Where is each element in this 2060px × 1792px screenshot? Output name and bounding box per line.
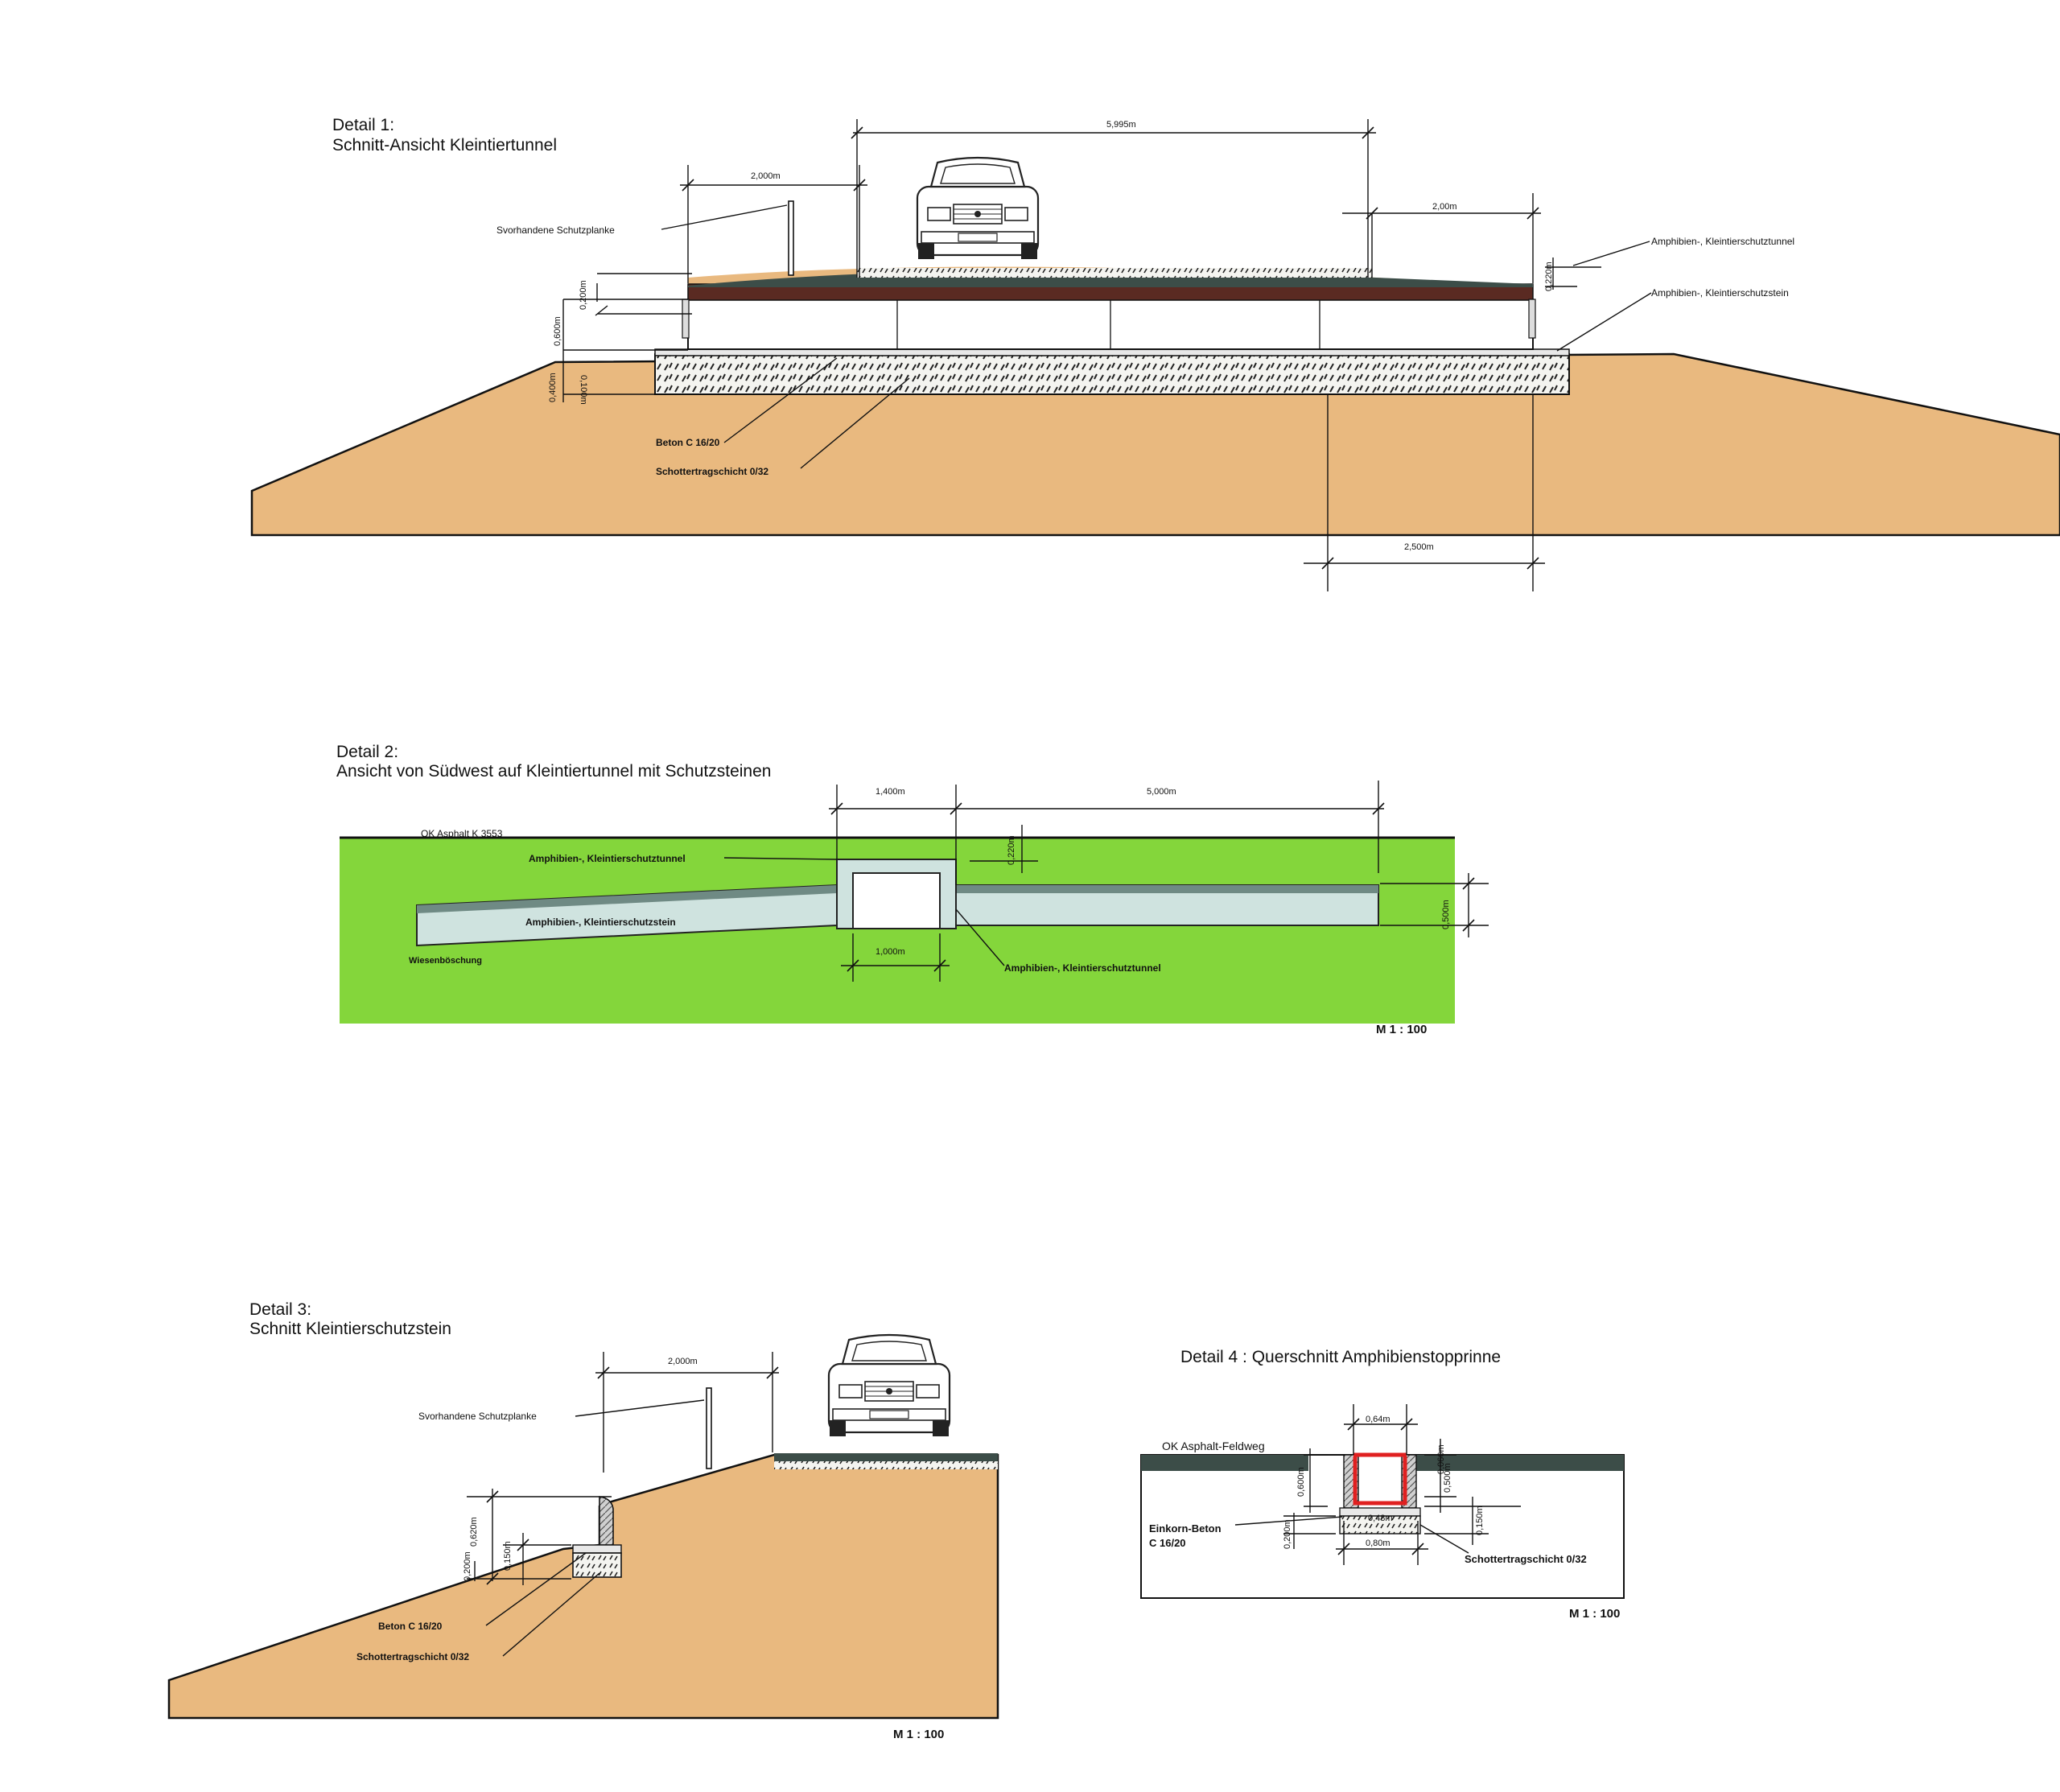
- detail-1: Detail 1: Schnitt-Ansicht Kleintiertunne…: [250, 116, 2060, 591]
- dim-064: 0,64m: [1366, 1415, 1390, 1424]
- concrete-block-3: [572, 1544, 622, 1554]
- car-icon-3: [827, 1333, 951, 1438]
- dim-1400: 1,400m: [876, 787, 905, 797]
- scale-3: M 1 : 100: [893, 1728, 944, 1741]
- label-stone: Amphibien-, Kleintierschutzstein: [1651, 287, 1789, 299]
- asphalt-left: [1141, 1455, 1308, 1471]
- dim-v-150-3: 0,150m: [503, 1541, 513, 1571]
- dim-v-220-2: 0,220m: [1007, 835, 1016, 865]
- label-gravel-4: Schottertragschicht 0/32: [1465, 1553, 1587, 1565]
- protection-stone-left: [682, 299, 690, 339]
- detail-2-title: Detail 2:: [336, 743, 398, 761]
- dimension-labels: 5,995m 2,000m 2,00m 2,500m 0,200m 0,600m…: [548, 120, 1554, 552]
- dim-080: 0,80m: [1366, 1539, 1390, 1548]
- detail-3: Detail 3: Schnitt Kleintierschutzstein 2…: [167, 1300, 999, 1741]
- dim-v-150-4: 0,150m: [1475, 1506, 1485, 1535]
- dim-v-600-4: 0,600m: [1296, 1467, 1306, 1497]
- concrete-foundation: [654, 348, 1570, 356]
- channel-outline: [1353, 1452, 1407, 1506]
- asphalt-right: [1416, 1455, 1624, 1471]
- label-concrete-3: Beton C 16/20: [378, 1621, 443, 1632]
- guardrail-post-3: [706, 1387, 712, 1469]
- callouts: Svorhandene Schutzplanke Amphibien-, Kle…: [496, 204, 1794, 477]
- dim-v-200: 0,200m: [579, 280, 588, 310]
- road-gravel-3: [774, 1461, 998, 1469]
- detail-4: Detail 4 : Querschnitt Amphibienstopprin…: [1140, 1348, 1625, 1621]
- dim-v-200-3: 0,200m: [463, 1551, 472, 1581]
- protection-stone-3: [599, 1496, 614, 1546]
- dim-v-060: 0,060m: [1436, 1444, 1446, 1474]
- detail-2: Detail 2: Ansicht von Südwest auf Kleint…: [336, 743, 1489, 1036]
- dim-v-500-4: 0,500m: [1443, 1463, 1452, 1493]
- label-stone-2: Amphibien-, Kleintierschutzstein: [525, 917, 676, 928]
- dim-5995: 5,995m: [1106, 120, 1136, 130]
- dim-2500: 2,500m: [1404, 542, 1434, 552]
- dim-v-220: 0,220m: [1544, 262, 1554, 291]
- label-asphalt: OK Asphalt K 3553: [421, 828, 503, 839]
- label-asphalt-4: OK Asphalt-Feldweg: [1162, 1440, 1265, 1452]
- dim-v-200-4: 0,200m: [1283, 1519, 1292, 1549]
- dim-v-500: 0,500m: [1441, 900, 1451, 929]
- tunnel-opening: [852, 872, 941, 929]
- dim-v-620: 0,620m: [469, 1517, 479, 1547]
- dim-v-600: 0,600m: [553, 316, 562, 346]
- dim-5000: 5,000m: [1147, 787, 1176, 797]
- label-gravel: Schottertragschicht 0/32: [656, 466, 768, 477]
- label-tunnel-bottom: Amphibien-, Kleintierschutztunnel: [1004, 962, 1161, 974]
- dim-1000: 1,000m: [876, 947, 905, 957]
- detail-1-title: Detail 1:: [332, 116, 394, 134]
- detail-4-title: Detail 4 : Querschnitt Amphibienstopprin…: [1180, 1348, 1501, 1366]
- label-concrete: Beton C 16/20: [656, 437, 720, 448]
- road-asphalt-3: [774, 1453, 998, 1461]
- detail-2-subtitle: Ansicht von Südwest auf Kleintiertunnel …: [336, 762, 771, 781]
- section-frame: [1140, 1454, 1625, 1599]
- dim-200: 2,00m: [1432, 202, 1457, 212]
- label-tunnel: Amphibien-, Kleintierschutztunnel: [1651, 236, 1794, 247]
- scale-4: M 1 : 100: [1569, 1607, 1620, 1621]
- car-icon: [916, 156, 1040, 261]
- detail-3-subtitle: Schnitt Kleintierschutzstein: [249, 1320, 451, 1338]
- label-gravel-3: Schottertragschicht 0/32: [356, 1651, 469, 1662]
- dim-2000-3: 2,000m: [668, 1357, 698, 1366]
- label-tunnel-top: Amphibien-, Kleintierschutztunnel: [529, 853, 686, 864]
- label-concrete-4a: Einkorn-Beton: [1149, 1522, 1222, 1535]
- label-concrete-4b: C 16/20: [1149, 1537, 1186, 1549]
- dim-2000: 2,000m: [751, 171, 781, 181]
- dim-v-100: 0,100m: [579, 375, 588, 405]
- label-guardrail-3: Svorhandene Schutzplanke: [418, 1411, 537, 1422]
- guardrail-post: [788, 200, 794, 276]
- scale-2: M 1 : 100: [1376, 1023, 1427, 1036]
- gravel-base: [654, 353, 1570, 395]
- dimension-lines: [562, 119, 1601, 591]
- protection-stone-right: [1528, 299, 1536, 339]
- detail-1-subtitle: Schnitt-Ansicht Kleintiertunnel: [332, 136, 557, 154]
- dim-048: 0,48m: [1368, 1514, 1393, 1523]
- label-guardrail: Svorhandene Schutzplanke: [496, 225, 615, 236]
- dimension-lines-4: [1283, 1404, 1521, 1565]
- dimension-lines-2: [829, 781, 1489, 982]
- label-slope: Wiesenböschung: [409, 956, 482, 966]
- detail-3-title: Detail 3:: [249, 1300, 311, 1319]
- embankment: [250, 352, 2060, 537]
- dim-v-400: 0,400m: [548, 373, 558, 402]
- road-surface-gravel: [857, 268, 1372, 278]
